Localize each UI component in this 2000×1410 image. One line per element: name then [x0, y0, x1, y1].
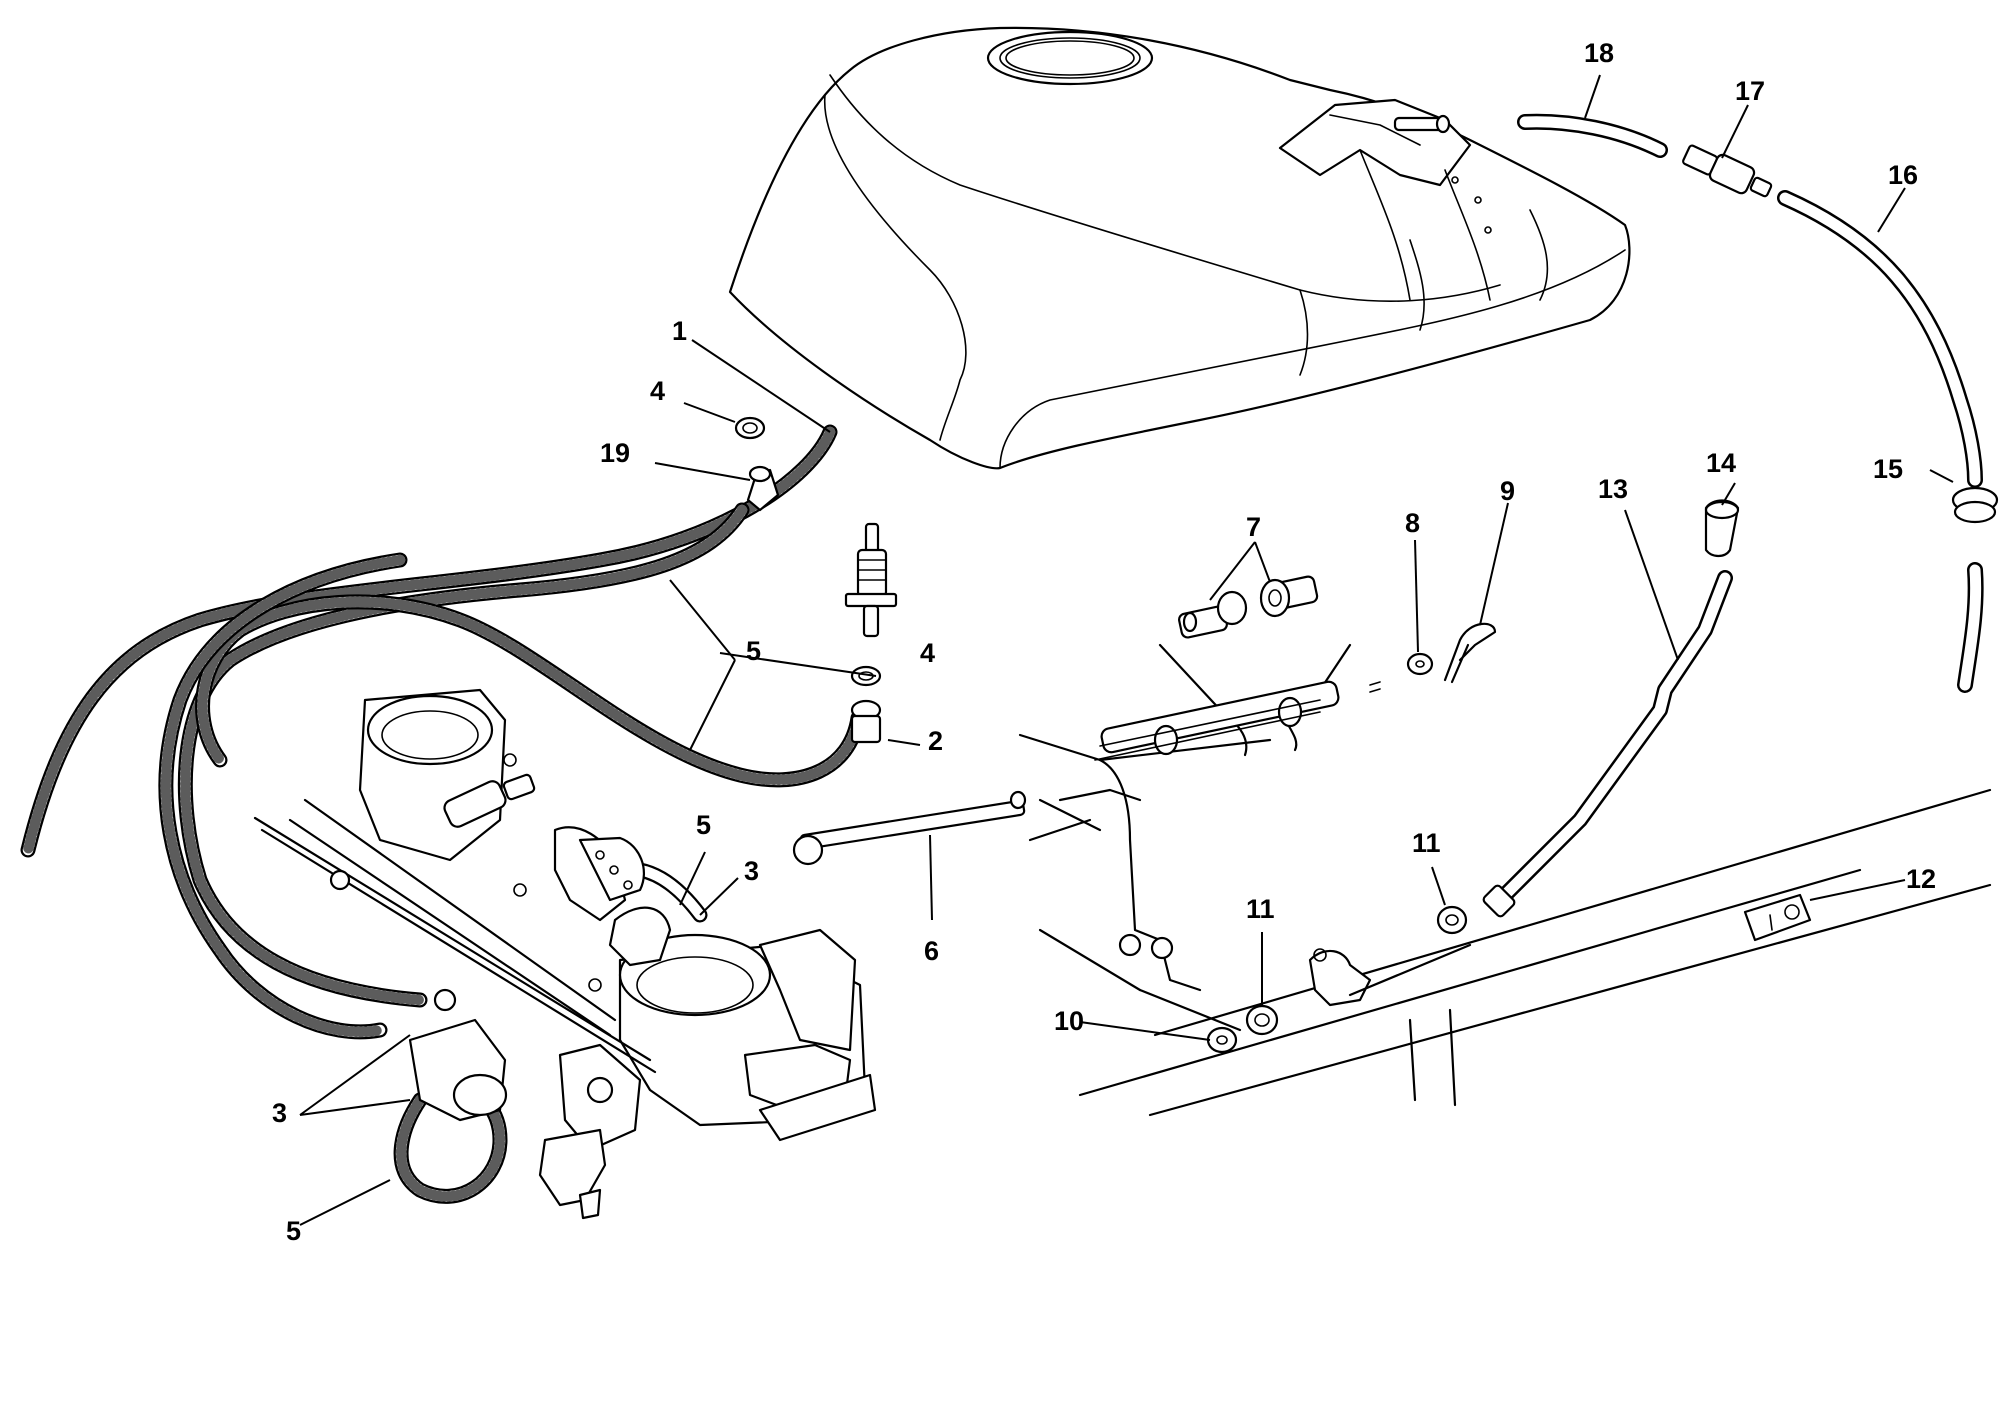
callout-18: 18 — [1584, 38, 1614, 68]
callout-4-lower: 4 — [920, 638, 935, 668]
callout-6: 6 — [924, 936, 939, 966]
callout-5-middle: 5 — [696, 810, 711, 840]
callout-16: 16 — [1888, 160, 1918, 190]
drain-hose-end — [1957, 562, 1984, 693]
callout-8: 8 — [1405, 508, 1420, 538]
throttle-body-assembly — [253, 688, 877, 1220]
pivot-pin-6 — [792, 790, 1027, 866]
hose-clamp-2 — [850, 699, 882, 744]
rubber-cap-14 — [1704, 499, 1740, 558]
bushing-7-right — [1259, 575, 1319, 618]
callout-3-left: 3 — [272, 1098, 287, 1128]
callout-11-right: 11 — [1412, 828, 1441, 858]
callout-labels: 1 4 19 5 4 2 5 3 3 5 6 7 8 9 10 11 11 12… — [272, 38, 1936, 1246]
callout-13: 13 — [1598, 474, 1628, 504]
fuel-tank — [728, 26, 1631, 470]
fuel-filter — [844, 522, 898, 638]
callout-15: 15 — [1873, 454, 1903, 484]
tank-hinge-tube — [1094, 680, 1381, 761]
breather-hose-16 — [1777, 190, 1983, 488]
clip-9 — [1443, 622, 1497, 684]
callout-5-lower: 5 — [286, 1216, 301, 1246]
hose-clamp-19 — [746, 465, 780, 512]
callout-1: 1 — [672, 316, 687, 346]
callout-10: 10 — [1054, 1006, 1084, 1036]
washer-10 — [1206, 1026, 1238, 1054]
hose-clamp-4-lower — [850, 665, 882, 687]
bushing-7-left — [1178, 590, 1248, 639]
callout-9: 9 — [1500, 476, 1515, 506]
callout-12: 12 — [1906, 864, 1936, 894]
hose-clip-15 — [1951, 486, 1999, 524]
callout-7: 7 — [1246, 512, 1261, 542]
bushing-11-right — [1436, 905, 1468, 935]
fuel-hoses — [20, 424, 866, 1204]
callout-14: 14 — [1706, 448, 1736, 478]
breather-valve-17 — [1682, 144, 1773, 198]
washer-8 — [1406, 652, 1434, 676]
frame-structure — [1018, 643, 1992, 1117]
leader-lines — [299, 74, 1954, 1226]
callout-4-upper: 4 — [650, 376, 665, 406]
callout-3-right: 3 — [744, 856, 759, 886]
support-rod-13 — [1482, 570, 1733, 918]
bushing-11-left — [1245, 1004, 1279, 1036]
callout-5-upper: 5 — [746, 636, 761, 666]
callout-11-left: 11 — [1246, 894, 1275, 924]
breather-hose-18 — [1517, 113, 1668, 158]
rubber-buffer-12 — [1743, 893, 1812, 942]
callout-17: 17 — [1735, 76, 1765, 106]
callout-2: 2 — [928, 726, 943, 756]
callout-19: 19 — [600, 438, 630, 468]
hose-clamp-4-upper — [734, 416, 766, 440]
